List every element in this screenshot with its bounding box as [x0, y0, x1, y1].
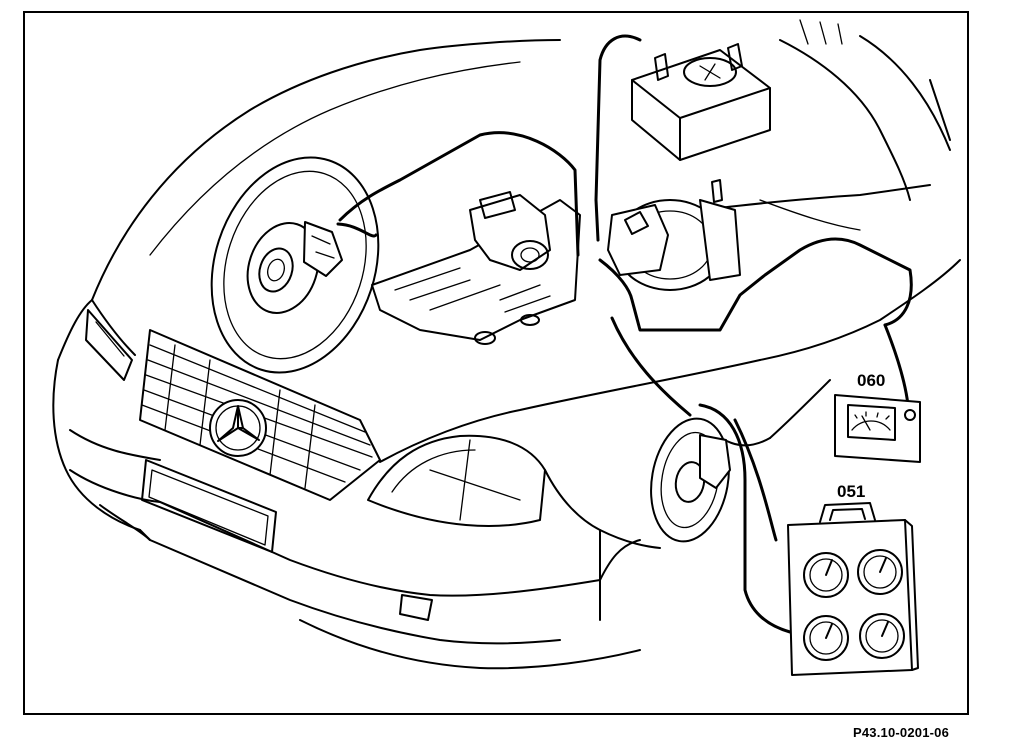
figure-reference: P43.10-0201-06 [853, 725, 950, 740]
pressure-gauge-icon [803, 615, 849, 661]
engine-intake [371, 191, 581, 345]
test-hoses [336, 34, 913, 634]
pressure-gauge-icon [859, 613, 905, 659]
gauge-case-051 [787, 502, 919, 676]
front-right-wheel [650, 417, 731, 543]
car-body [52, 19, 961, 670]
front-left-wheel [210, 156, 380, 374]
gauge-case-label: 051 [837, 482, 866, 501]
battery [631, 43, 771, 161]
multimeter-label: 060 [857, 371, 886, 390]
pressure-gauge-icon [803, 552, 849, 598]
multimeter-060 [834, 394, 921, 463]
three-pointed-star-icon [209, 399, 267, 457]
figure-frame [23, 11, 969, 715]
pressure-gauge-icon [857, 549, 903, 595]
brake-booster [607, 179, 741, 291]
